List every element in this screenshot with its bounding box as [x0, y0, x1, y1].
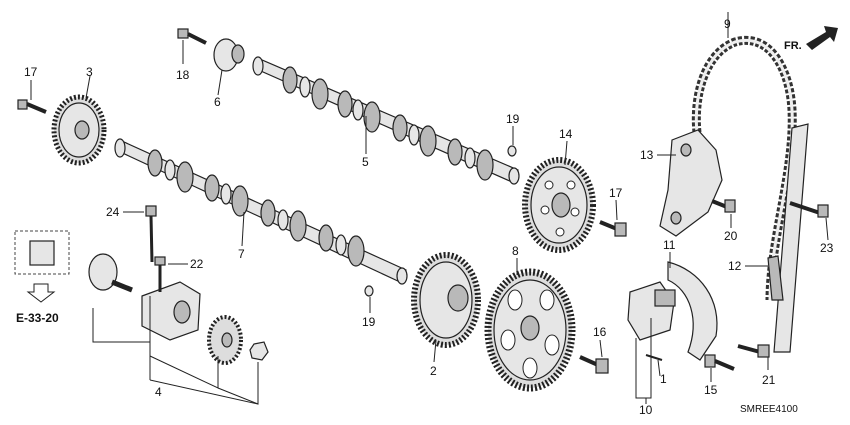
sprocket-14 — [522, 157, 596, 253]
bolt-20 — [711, 199, 736, 213]
bolt-18 — [177, 28, 207, 45]
front-direction-label: FR. — [784, 40, 802, 52]
pin-1 — [645, 354, 663, 361]
plate-6 — [213, 38, 245, 72]
gear-3 — [51, 94, 107, 166]
callout-1: 1 — [660, 372, 667, 386]
bolt-15 — [704, 354, 735, 371]
callout-7: 7 — [238, 247, 245, 261]
tensioner-10 — [627, 281, 676, 341]
intake-camshaft — [114, 138, 408, 285]
callout-19-upper: 19 — [506, 112, 520, 126]
callout-22: 22 — [190, 257, 204, 271]
callout-6: 6 — [214, 95, 221, 109]
bolt-21 — [737, 344, 770, 358]
callout-17-left: 17 — [24, 65, 38, 79]
bolt-16 — [579, 355, 609, 374]
bolt-17-right — [599, 220, 627, 237]
drive-shaft-part — [88, 253, 133, 293]
front-arrow-icon — [806, 26, 838, 50]
callout-13: 13 — [640, 148, 654, 162]
callout-24: 24 — [106, 205, 120, 219]
pump-nut — [249, 341, 269, 361]
pump-body — [141, 281, 201, 341]
timing-chain-9 — [691, 35, 797, 301]
callout-4: 4 — [155, 385, 162, 399]
callout-21: 21 — [762, 373, 776, 387]
callout-18: 18 — [176, 68, 190, 82]
reference-label: E-33-20 — [16, 311, 59, 325]
pin-19-lower — [364, 285, 374, 297]
callout-23: 23 — [820, 241, 834, 255]
bolt-23 — [789, 201, 829, 218]
callout-19-lower: 19 — [362, 315, 376, 329]
callout-10: 10 — [639, 403, 653, 417]
down-arrow-icon — [26, 283, 56, 303]
callout-16: 16 — [593, 325, 607, 339]
front-direction-indicator — [806, 26, 838, 50]
tensioner-arm-11 — [667, 261, 718, 361]
leader-lines — [30, 12, 829, 405]
pump-gear — [207, 315, 243, 365]
bolt-22 — [154, 256, 166, 292]
callout-12: 12 — [728, 259, 742, 273]
exhaust-camshaft — [252, 56, 520, 185]
callout-9: 9 — [724, 17, 731, 31]
callout-20: 20 — [724, 229, 738, 243]
callout-3: 3 — [86, 65, 93, 79]
callout-14: 14 — [559, 127, 573, 141]
gear-2 — [411, 252, 481, 348]
diagram-code: SMREE4100 — [740, 404, 798, 415]
callout-2: 2 — [430, 364, 437, 378]
callout-17-right: 17 — [609, 186, 623, 200]
callout-15: 15 — [704, 383, 718, 397]
chain-guide-13 — [659, 129, 723, 237]
bolt-17-left — [17, 99, 47, 114]
chain-guide-12 — [767, 123, 809, 353]
reference-inset — [14, 230, 70, 303]
callout-8: 8 — [512, 244, 519, 258]
sprocket-8 — [484, 268, 576, 392]
callout-11: 11 — [663, 238, 676, 252]
callout-5: 5 — [362, 155, 369, 169]
pin-19-upper — [507, 145, 517, 157]
bolt-24 — [145, 205, 157, 263]
